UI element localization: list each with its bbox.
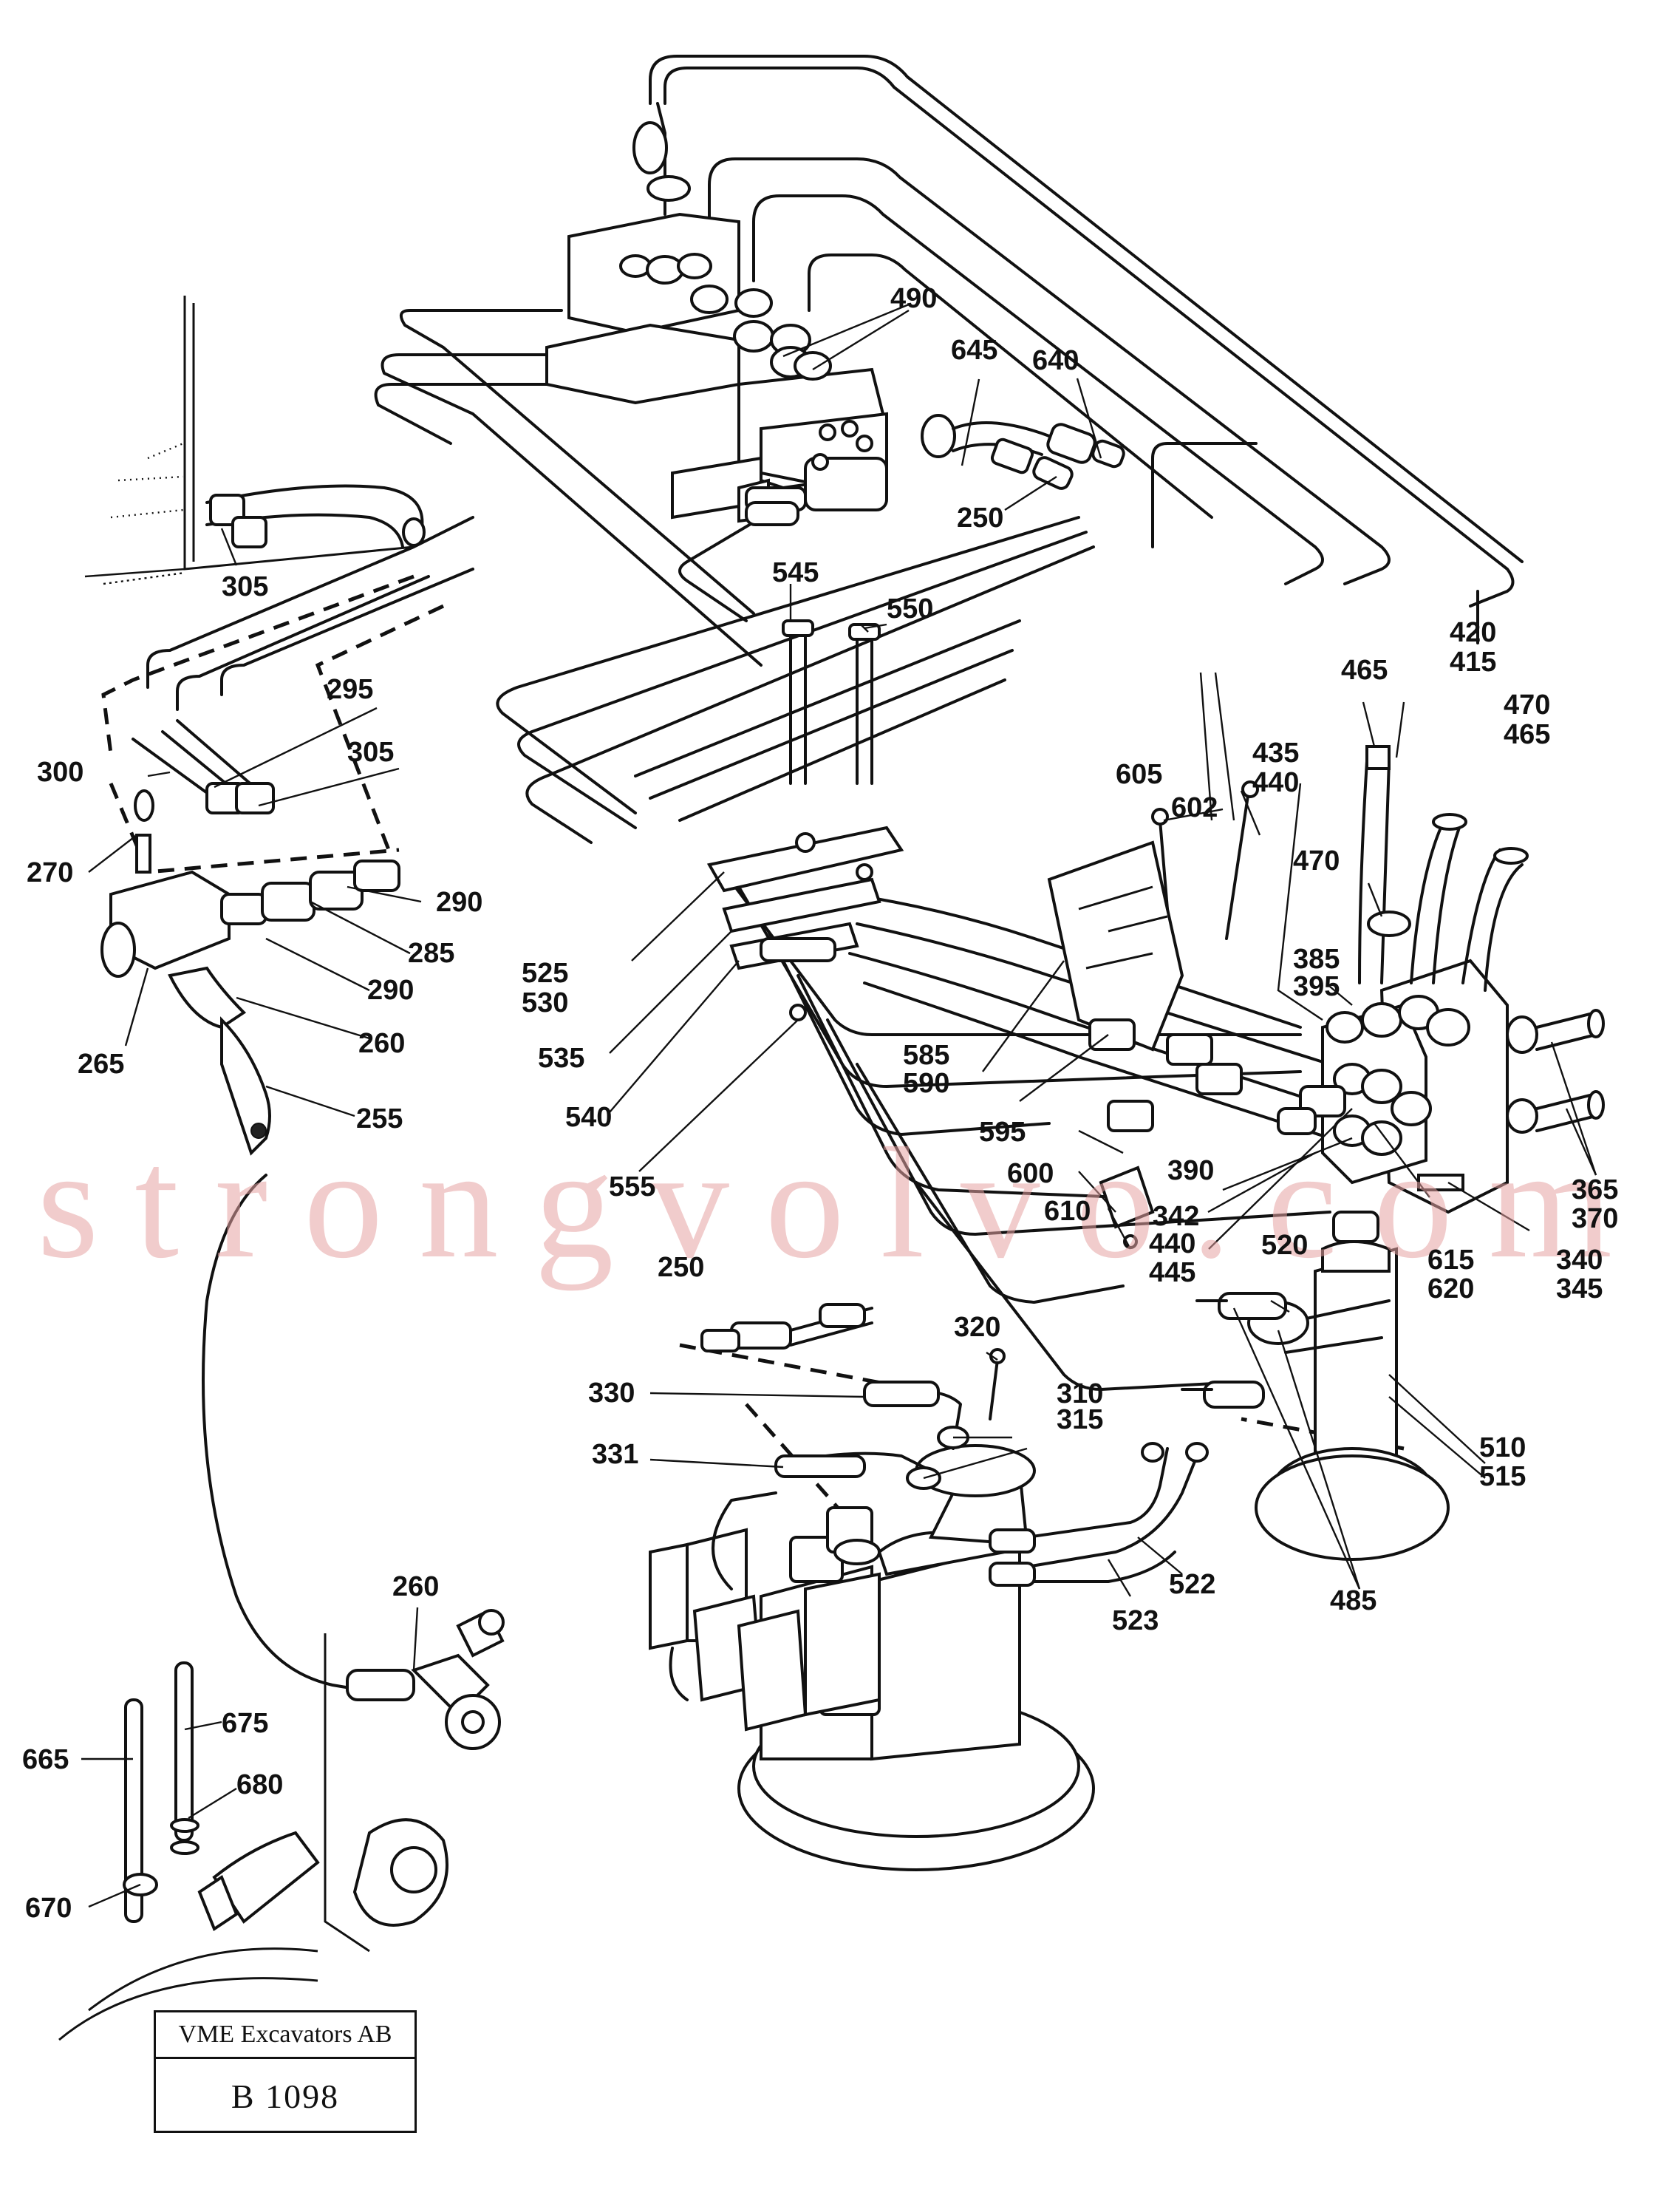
part-label-305-b: 305 bbox=[347, 737, 394, 768]
part-label-535: 535 bbox=[538, 1043, 584, 1074]
part-label-330: 330 bbox=[588, 1378, 635, 1409]
part-label-385: 385 bbox=[1293, 944, 1340, 975]
part-label-440-b: 440 bbox=[1149, 1228, 1195, 1259]
leader-lines bbox=[81, 303, 1597, 1908]
part-label-470: 470 bbox=[1504, 690, 1550, 721]
part-label-530: 530 bbox=[522, 987, 568, 1018]
part-label-270: 270 bbox=[27, 857, 73, 888]
part-label-602: 602 bbox=[1171, 792, 1218, 823]
hose-640-645-250 bbox=[921, 414, 1125, 490]
part-label-342: 342 bbox=[1153, 1201, 1199, 1232]
drawing-number: B 1098 bbox=[231, 2077, 340, 2115]
swing-motor-assembly bbox=[649, 1303, 1209, 1871]
part-label-585: 585 bbox=[903, 1040, 949, 1071]
pipe-routing bbox=[101, 55, 1524, 1690]
part-label-260-b: 260 bbox=[392, 1571, 439, 1602]
part-label-550: 550 bbox=[887, 593, 933, 625]
part-label-315: 315 bbox=[1057, 1404, 1103, 1435]
part-label-390: 390 bbox=[1167, 1155, 1214, 1186]
part-label-485: 485 bbox=[1330, 1585, 1376, 1616]
hose-clamp-305-top bbox=[205, 484, 426, 548]
part-label-265: 265 bbox=[78, 1049, 124, 1080]
part-label-545: 545 bbox=[772, 557, 819, 588]
part-label-295: 295 bbox=[327, 674, 373, 705]
part-label-290: 290 bbox=[436, 887, 482, 918]
part-label-300: 300 bbox=[37, 757, 83, 788]
part-label-435: 435 bbox=[1252, 738, 1299, 769]
swivel-cylinder-right bbox=[1181, 1211, 1450, 1561]
part-label-470-b: 470 bbox=[1293, 845, 1340, 877]
part-label-250-b: 250 bbox=[658, 1252, 704, 1283]
part-label-515: 515 bbox=[1479, 1461, 1526, 1492]
part-label-610: 610 bbox=[1044, 1196, 1091, 1227]
part-label-640: 640 bbox=[1032, 345, 1079, 376]
part-label-445: 445 bbox=[1149, 1257, 1195, 1288]
drawing-title-block: VME Excavators AB B 1098 bbox=[154, 2010, 417, 2133]
part-label-555: 555 bbox=[609, 1171, 655, 1202]
part-label-605: 605 bbox=[1116, 759, 1162, 790]
part-label-620: 620 bbox=[1427, 1273, 1474, 1304]
bracket-525-530 bbox=[706, 619, 904, 1021]
part-label-331: 331 bbox=[592, 1439, 638, 1470]
part-label-590: 590 bbox=[903, 1068, 949, 1099]
part-label-345: 345 bbox=[1556, 1273, 1603, 1304]
part-label-465-b: 465 bbox=[1504, 719, 1550, 750]
watermark-text: strongvolvo.com bbox=[37, 1114, 1625, 1291]
part-label-615: 615 bbox=[1427, 1245, 1474, 1276]
valve-block-265 bbox=[100, 719, 400, 1156]
part-label-370: 370 bbox=[1572, 1203, 1618, 1234]
lower-left-tank bbox=[58, 1609, 505, 2041]
company-name: VME Excavators AB bbox=[156, 2012, 414, 2059]
part-label-290-b: 290 bbox=[367, 975, 414, 1006]
part-label-260: 260 bbox=[358, 1028, 405, 1059]
part-label-465: 465 bbox=[1341, 655, 1388, 686]
part-label-395: 395 bbox=[1293, 971, 1340, 1002]
part-label-310: 310 bbox=[1057, 1378, 1103, 1409]
part-label-440: 440 bbox=[1252, 767, 1299, 798]
part-label-675: 675 bbox=[222, 1708, 268, 1739]
valve-block-right bbox=[1277, 745, 1605, 1214]
part-label-420: 420 bbox=[1450, 617, 1496, 648]
part-label-305: 305 bbox=[222, 571, 268, 602]
bracket-585-590 bbox=[1047, 780, 1259, 1249]
part-label-665: 665 bbox=[22, 1744, 69, 1775]
cab-window bbox=[84, 296, 414, 585]
part-label-525: 525 bbox=[522, 958, 568, 989]
part-label-255: 255 bbox=[356, 1103, 403, 1134]
part-label-415: 415 bbox=[1450, 647, 1496, 678]
part-label-600: 600 bbox=[1007, 1158, 1054, 1189]
pilot-valve-block bbox=[545, 102, 888, 526]
part-label-320: 320 bbox=[954, 1312, 1000, 1343]
part-label-340: 340 bbox=[1556, 1245, 1603, 1276]
part-label-522: 522 bbox=[1169, 1569, 1215, 1600]
part-label-520: 520 bbox=[1261, 1230, 1308, 1261]
part-label-285: 285 bbox=[408, 938, 454, 969]
part-label-250: 250 bbox=[957, 503, 1003, 534]
part-label-670: 670 bbox=[25, 1893, 72, 1924]
part-label-645: 645 bbox=[951, 335, 997, 366]
part-label-540: 540 bbox=[565, 1102, 612, 1133]
part-number-labels: 490 645 640 250 305 545 550 420 415 465 … bbox=[22, 283, 1618, 1924]
part-label-680: 680 bbox=[236, 1769, 283, 1800]
part-label-490: 490 bbox=[890, 283, 937, 314]
part-label-595: 595 bbox=[979, 1117, 1026, 1148]
part-label-523: 523 bbox=[1112, 1605, 1159, 1636]
part-label-365: 365 bbox=[1572, 1174, 1618, 1205]
part-label-510: 510 bbox=[1479, 1432, 1526, 1463]
